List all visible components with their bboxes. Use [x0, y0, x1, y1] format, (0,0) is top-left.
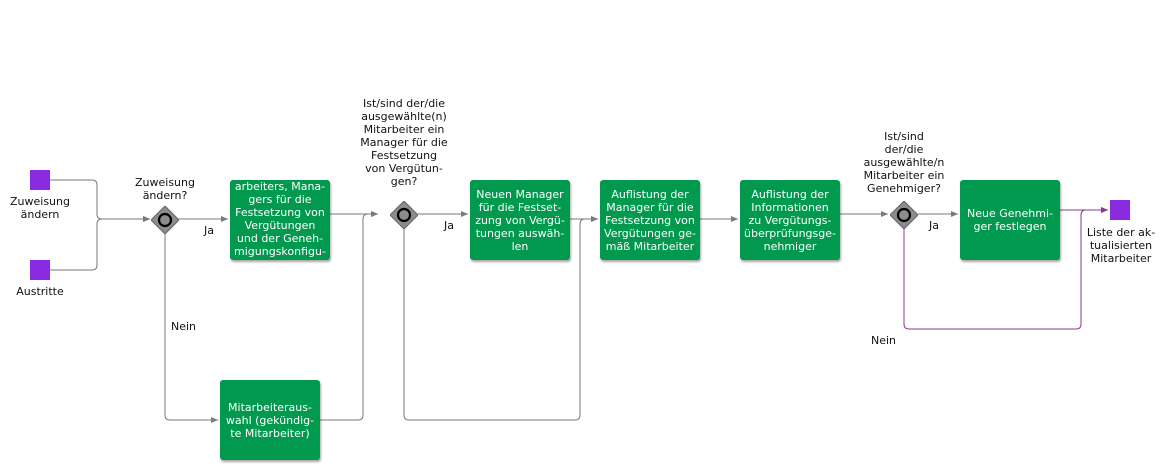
end-event-liste — [1110, 200, 1130, 220]
task-neue-genehmiger-text: Neue Genehmi- ger festlegen — [967, 207, 1053, 233]
flow-start-exit-to-g1 — [50, 216, 150, 271]
start-event-zuweisung-label: Zuweisung ändern — [10, 195, 70, 221]
start-event-zuweisung — [30, 170, 50, 190]
end-event-liste-label: Liste der ak- tualisierten Mitarbeiter — [1086, 226, 1156, 265]
flow-label-g1-yes: Ja — [204, 224, 214, 237]
task-neue-genehmiger[interactable]: Neue Genehmi- ger festlegen — [960, 180, 1060, 260]
task-mitarbeiterauswahl-text: Mitarbeiteraus- wahl (gekündig- te Mitar… — [225, 400, 315, 440]
task-auflistung-manager-text: Auflistung der Manager für die Festsetzu… — [604, 187, 696, 253]
flow-start-change-to-g1 — [50, 179, 150, 222]
gateway-zuweisung-label: Zuweisung ändern? — [135, 176, 195, 202]
gateway-zuweisung — [151, 206, 179, 234]
gateway-genehmiger — [890, 201, 918, 229]
flow-label-g1-no: Nein — [171, 320, 197, 333]
task-mitarbeiterauswahl[interactable]: Mitarbeiteraus- wahl (gekündig- te Mitar… — [220, 380, 320, 460]
task-auflistung-informationen[interactable]: Auflistung der Informationen zu Vergütun… — [740, 180, 840, 260]
task-manager-konfiguration-text: arbeiters, Mana- gers für die Festsetzun… — [234, 180, 326, 258]
flow-t2-to-g2 — [320, 211, 378, 421]
task-neuen-manager-text: Neuen Manager für die Festset- zung von … — [475, 187, 565, 253]
gateway-manager — [390, 201, 418, 229]
gateway-manager-label: Ist/sind der/die ausgewählte(n) Mitarbei… — [360, 97, 448, 188]
task-auflistung-manager[interactable]: Auflistung der Manager für die Festsetzu… — [600, 180, 700, 260]
gateway-genehmiger-label: Ist/sind der/die ausgewählte/n Mitarbeit… — [863, 130, 945, 195]
flow-label-g2-yes: Ja — [444, 219, 454, 232]
flow-label-g3-no: Nein — [871, 334, 897, 347]
flow-g2-no-to-t4 — [403, 216, 598, 421]
flow-g1-to-t2 — [164, 232, 218, 423]
flow-label-g3-yes: Ja — [929, 219, 939, 232]
task-manager-konfiguration[interactable]: arbeiters, Mana- gers für die Festsetzun… — [230, 180, 330, 260]
start-event-austritte-label: Austritte — [16, 285, 64, 298]
flow-g3-no-to-end — [903, 207, 1108, 330]
task-auflistung-informationen-text: Auflistung der Informationen zu Vergütun… — [744, 187, 836, 253]
start-event-austritte — [30, 260, 50, 280]
task-neuen-manager[interactable]: Neuen Manager für die Festset- zung von … — [470, 180, 570, 260]
